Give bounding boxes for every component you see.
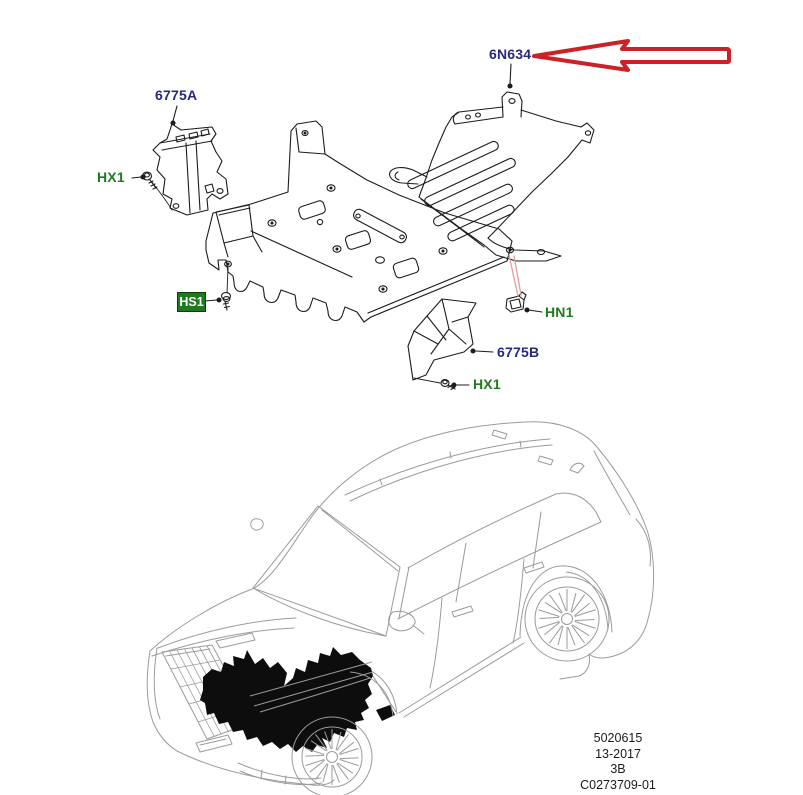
- screw-hs1-drawing: [220, 291, 232, 311]
- clip-hn1-drawing: [505, 291, 527, 313]
- part-label-6775b[interactable]: 6775B: [497, 344, 540, 360]
- sheet-code: 3B: [610, 762, 626, 776]
- part-label-6775a[interactable]: 6775A: [155, 87, 198, 103]
- vehicle-illustration: [146, 421, 655, 786]
- fastener-label-hn1[interactable]: HN1: [545, 304, 574, 320]
- rear-wheel-drawing: [524, 571, 610, 662]
- fastener-label-hx1-lower[interactable]: HX1: [473, 376, 501, 392]
- drawing-number: C0273709-01: [580, 777, 656, 792]
- callout-arrow-icon: [532, 39, 731, 72]
- part-location-highlight-patch: [376, 705, 395, 721]
- bumper-beam-lines: [249, 661, 397, 713]
- date-code: 13-2017: [595, 746, 641, 761]
- catalog-number: 5020615: [593, 731, 643, 745]
- part-label-6n634[interactable]: 6N634: [489, 46, 532, 62]
- deflector-6775b-drawing: [407, 298, 477, 381]
- fastener-label-hx1-upper[interactable]: HX1: [97, 169, 125, 185]
- front-wheel-drawing: [291, 671, 394, 795]
- bracket-6775a-drawing: [152, 123, 229, 216]
- leader-lines-pink: [508, 254, 522, 297]
- fastener-label-hs1-badge[interactable]: HS1: [177, 292, 206, 312]
- drawing-reference-block: 5020615 13-2017 3B C0273709-01: [540, 731, 696, 793]
- front-undershield-drawing: [205, 120, 513, 323]
- part-location-highlight: [200, 647, 373, 752]
- leader-lines: [131, 63, 543, 388]
- rear-undershield-drawing: [389, 91, 595, 262]
